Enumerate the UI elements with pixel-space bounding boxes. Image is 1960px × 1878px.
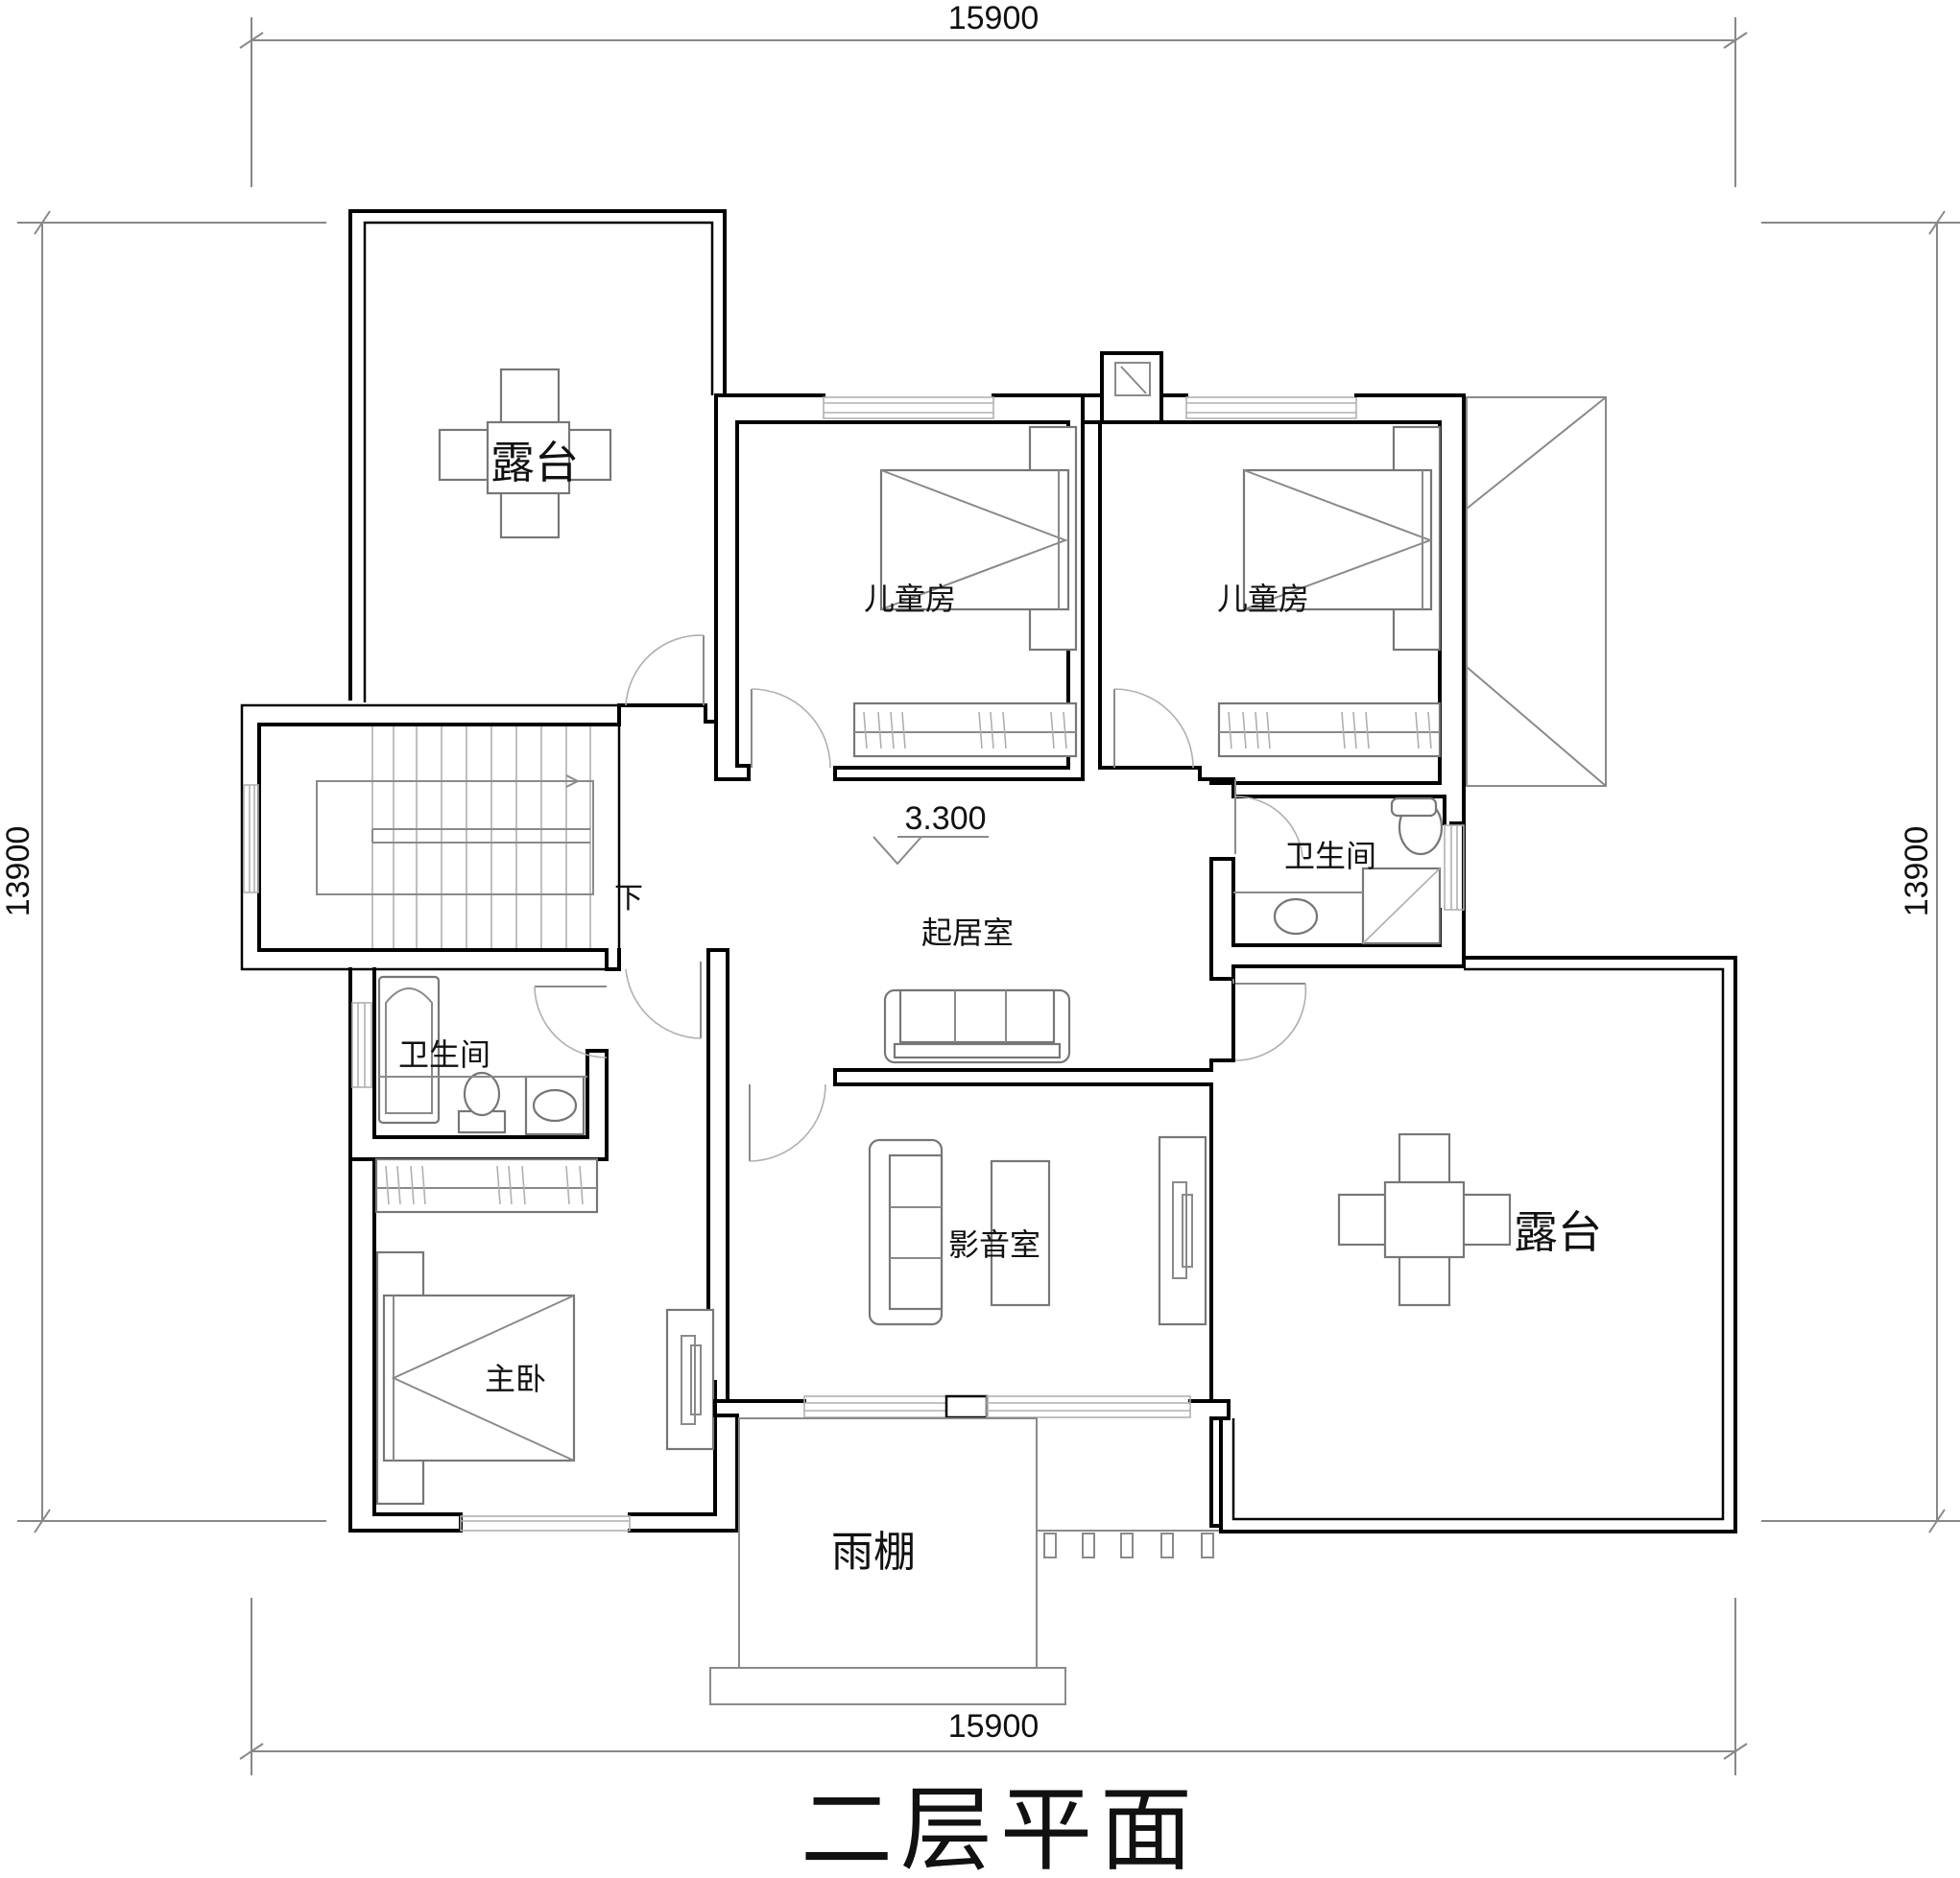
dimension-left: 13900 <box>0 826 36 917</box>
terrace-se-label: 露台 <box>1514 1206 1602 1258</box>
roof-ne <box>1466 396 1607 787</box>
canopy-label: 雨棚 <box>831 1528 916 1577</box>
terrace-nw <box>348 209 727 702</box>
av-room <box>713 977 1235 1533</box>
master-bedroom <box>348 1157 739 1533</box>
canopy <box>709 1417 1219 1705</box>
bathroom-east <box>1209 779 1466 981</box>
stair-direction-label: 下 <box>614 882 643 915</box>
terrace-se <box>1219 956 1737 1533</box>
bathroom-east-label: 卫生间 <box>1284 838 1376 874</box>
kids-room-1 <box>708 393 1085 781</box>
living-room <box>872 836 1071 1064</box>
master-bedroom-label: 主卧 <box>485 1361 546 1397</box>
dimension-right: 13900 <box>1899 826 1935 917</box>
living-room-label: 起居室 <box>921 915 1014 951</box>
kids-room-2-label: 儿童房 <box>1217 581 1309 617</box>
living-room-walls <box>625 634 729 1384</box>
dimension-bottom: 15900 <box>948 1708 1040 1745</box>
bathroom-west-label: 卫生间 <box>398 1036 490 1073</box>
terrace-nw-label: 露台 <box>490 437 579 488</box>
av-room-label: 影音室 <box>948 1226 1040 1263</box>
dimension-top: 15900 <box>948 0 1040 36</box>
plan-title: 二层平面 <box>801 1776 1200 1878</box>
stair <box>240 703 707 971</box>
elevation-label: 3.300 <box>904 800 986 837</box>
kids-room-1-label: 儿童房 <box>864 581 956 617</box>
kids-room-2 <box>1081 351 1466 825</box>
dimension-lines <box>17 17 1960 1775</box>
bathroom-west <box>348 967 609 1161</box>
